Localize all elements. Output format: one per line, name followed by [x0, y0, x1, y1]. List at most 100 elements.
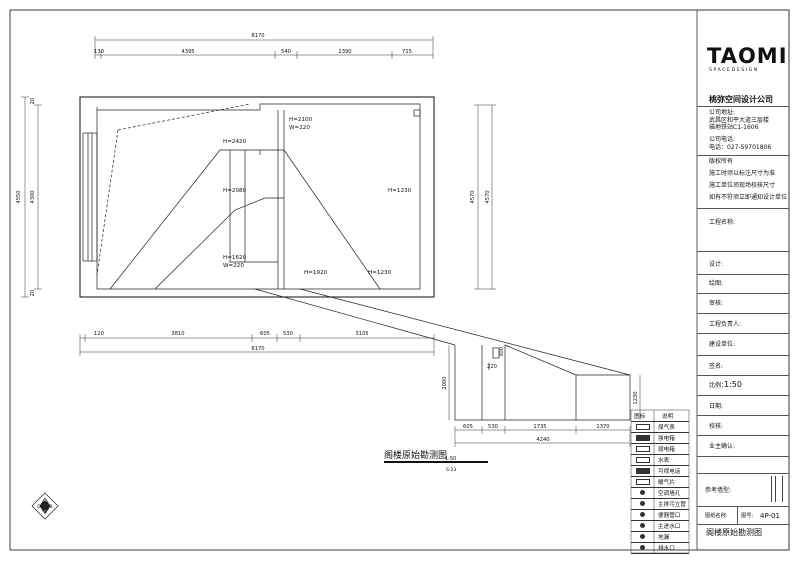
annotation-h1230-bottom: H=1230 [368, 270, 392, 276]
title-block: TAOMI SPACEDESIGN 桃弥空间设计公司 公司地址: 武昌区和平大道… [697, 10, 789, 550]
title-block-frame [696, 9, 790, 551]
scale-value: 1:50 [724, 380, 742, 389]
dim-bottom-3: 605 [260, 331, 270, 337]
legend-symbol-icon [636, 479, 650, 485]
legend-row: 便器管口 [631, 509, 689, 521]
legend-row: 主排污立管 [631, 498, 689, 510]
company-name: 桃弥空间设计公司 [709, 95, 773, 104]
legend-symbol-icon [640, 545, 645, 550]
field-project-lead: 工程负责人: [709, 321, 742, 328]
plan-annotations: H=2100 W=220 H=2420 H=2080 H=1230 H=1620… [223, 117, 412, 276]
date-label: 日期: [709, 403, 724, 410]
legend-description: 暖气片 [658, 480, 675, 486]
section-dimension-texts: 605 530 1735 1370 4240 2000 220 300 1230 [442, 347, 639, 443]
legend-header: 图标 说明 [631, 410, 689, 422]
reference-wall-label: 参考墙型: [705, 487, 732, 494]
dim-bottom-2: 3810 [171, 331, 184, 337]
drawing-name-label: 图纸名称: [705, 513, 728, 519]
address-line-1: 武昌区和平大道三层楼 [709, 117, 770, 124]
annotation-h2080: H=2080 [223, 188, 247, 194]
legend-row: 暖气片 [631, 476, 689, 488]
legend-description: 弱电箱 [658, 447, 675, 453]
rights-title: 版权所有 [709, 158, 734, 165]
legend-symbol-icon [640, 523, 645, 528]
legend-symbol-icon [636, 457, 650, 463]
rights-line-1: 施工时须以标注尺寸为准 [709, 170, 776, 177]
annotation-h1620: H=1620 [223, 255, 247, 261]
plan-roof-slope-3 [283, 149, 381, 290]
section-dim-3: 1735 [533, 424, 546, 430]
drawing-number-label: 图号: [741, 513, 754, 519]
plan-outer-wall [79, 96, 435, 298]
field-signature: 签名: [709, 363, 724, 370]
address-line-2: 描地铁站C1-1606 [709, 124, 759, 131]
drawing-number-divider [737, 506, 738, 524]
legend-symbol-icon [640, 534, 645, 539]
rights-line-2: 施工单位须现场校核尺寸 [709, 182, 776, 189]
plan-dashed-slope [117, 103, 251, 131]
svg-text:C: C [43, 510, 46, 516]
legend-description: 强电箱 [658, 436, 675, 442]
dim-top-4: 2390 [338, 49, 351, 55]
section-outline [454, 344, 631, 421]
dim-top-3: 540 [281, 49, 291, 55]
legend-row: 煤气表 [631, 421, 689, 433]
rights-line-3: 如有不符须立即通知设计单位 [709, 194, 788, 201]
plan-dimension-lines [21, 36, 496, 356]
dim-bottom-4: 530 [283, 331, 293, 337]
legend-description: 煤气表 [658, 425, 675, 431]
dim-top-2: 4395 [181, 49, 194, 55]
legend-description: 主进水口 [658, 524, 681, 530]
phone-label: 公司电话: [709, 136, 736, 143]
section-height-4: 1230 [633, 391, 639, 404]
section-dim-4: 1370 [596, 424, 609, 430]
company-logo-sub: SPACEDESIGN [709, 68, 759, 73]
section-dimension-lines [448, 345, 641, 447]
plan-roof-slope-2 [154, 197, 284, 290]
legend-description: 主排污立管 [658, 502, 686, 508]
dim-left-small-bottom: 20 [30, 290, 36, 297]
dim-left-small-top: 20 [30, 98, 36, 105]
dim-top-1: 130 [94, 49, 104, 55]
legend-row: 水表 [631, 454, 689, 466]
compass-symbol: A B C D [31, 492, 59, 520]
annotation-w220-top: W=220 [289, 125, 310, 131]
field-client: 建设单位: [709, 341, 736, 348]
dim-bottom-total: 8170 [251, 346, 264, 352]
drawing-scale: 1:50 [445, 456, 456, 462]
drawing-number: 4P-01 [760, 512, 780, 520]
field-drawing: 绘图: [709, 280, 724, 287]
drawing-title: 阁楼原始勘测图 [384, 449, 447, 461]
annotation-h1230-right: H=1230 [388, 188, 412, 194]
scale-label: 比例： [709, 382, 728, 389]
section-dim-1: 605 [463, 424, 473, 430]
plan-roof-slope-4 [229, 150, 278, 263]
svg-text:B: B [49, 504, 52, 510]
annotation-h1920: H=1920 [304, 270, 328, 276]
section-total: 4240 [536, 437, 549, 443]
svg-text:D: D [37, 504, 41, 510]
legend-symbol-icon [636, 446, 650, 452]
phone-number: 电话：027-59701806 [709, 144, 772, 151]
dim-right-1: 4570 [470, 190, 476, 203]
annotation-h2420: H=2420 [223, 139, 247, 145]
plan-roof-slope-1 [109, 149, 284, 290]
check-label: 校核: [709, 423, 724, 430]
plan-window-left [82, 132, 98, 262]
legend-description: 水表 [658, 458, 670, 464]
plan-inner-wall [96, 103, 421, 290]
legend-header-icon: 图标 [634, 414, 646, 420]
annotation-h2100: H=2100 [289, 117, 313, 123]
dim-left-inner: 4300 [30, 190, 36, 203]
section-height-1: 2000 [442, 376, 448, 389]
legend-symbol-icon [640, 490, 645, 495]
legend-symbol-icon [636, 435, 650, 441]
company-logo: TAOMI [707, 44, 788, 68]
legend-row: 空调墙孔 [631, 487, 689, 499]
section-dim-2: 530 [488, 424, 498, 430]
dim-bottom-5: 3105 [355, 331, 368, 337]
legend-symbol-icon [636, 468, 650, 474]
drawing-name: 阁楼原始勘测图 [706, 528, 762, 537]
legend-symbol-icon [640, 512, 645, 517]
